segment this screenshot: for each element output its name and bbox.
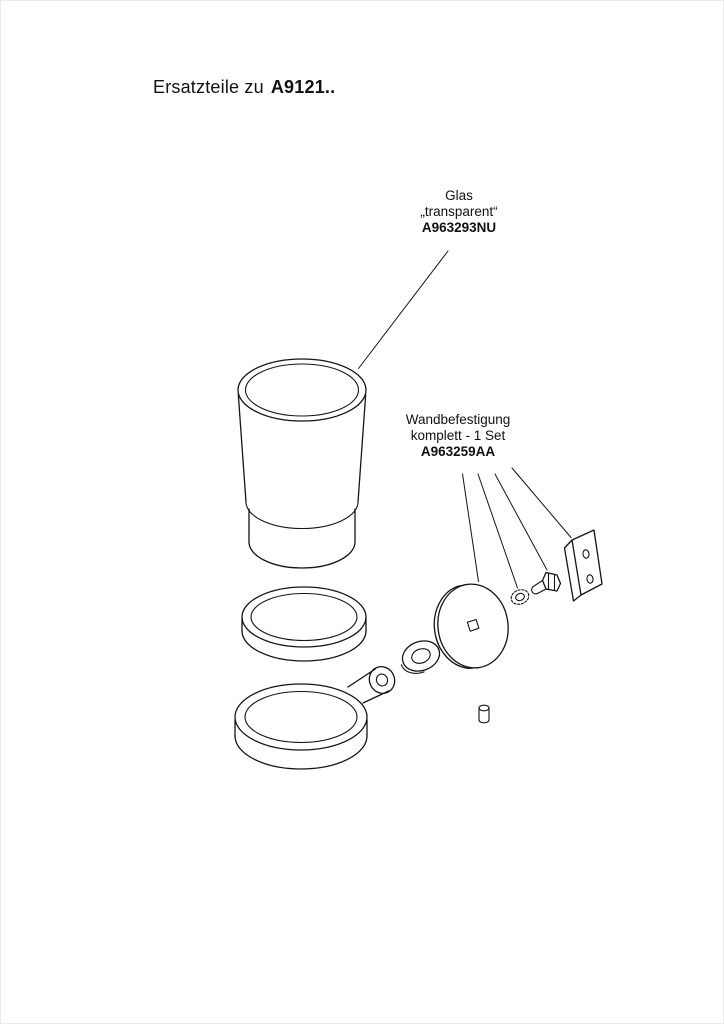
wall-plate-face [437,583,509,669]
pin-drawing [478,704,490,724]
glass-part-label: Glas „transparent“ A963293NU [397,188,521,236]
wall-mount-part-label: Wandbefestigung komplett - 1 Set A963259… [395,412,521,460]
title-text: Ersatzteile zu [153,77,264,97]
bracket-flange [563,539,582,602]
mounting-post-drawing [368,666,396,694]
grommet-inner [411,648,431,664]
grommet-drawing [400,640,441,674]
wall-mount-part-number: A963259AA [420,444,496,459]
mounting-ring-drawing [234,666,396,770]
lock-washer-outer [510,589,530,605]
pin-top [478,704,490,712]
glass-variant: „transparent“ [420,204,498,219]
lock-washer-drawing [510,589,530,605]
mounting-ring-outer [234,683,368,751]
wall-plate-square-hole [466,618,480,632]
glass-name: Glas [445,188,473,203]
bolt-head [541,571,562,592]
title-part-code: A9121.. [270,77,336,97]
bolt-drawing [531,571,562,595]
bracket-hole-top [582,549,590,559]
wall-mount-qty: komplett - 1 Set [410,428,506,443]
page-title: Ersatzteile zu A9121.. [153,77,335,98]
leader-line-bolt [494,473,548,571]
post-side-top [347,668,376,688]
glass-rim-outer [237,358,367,422]
holder-ring-inner [250,592,358,642]
bracket-hole-bottom [586,574,594,584]
post-side-bottom [362,690,390,704]
glass-base-bottom [248,541,356,569]
leader-line-glass [358,250,449,369]
post-cap-inner [375,673,389,687]
holder-ring-bottom [241,630,367,662]
glass-cone-bottom [245,501,359,530]
glass-rim-inner [244,363,360,417]
glass-side-right [357,393,367,503]
pin-bottom [478,719,490,724]
leader-line-wall-plate [462,473,479,582]
post-cap-outer [368,666,396,694]
lock-washer-inner [515,592,525,602]
glass-part-number: A963293NU [421,220,497,235]
wall-plate-edge-top [457,583,468,587]
wall-plate-edge-bottom [469,667,480,669]
wall-mount-name: Wandbefestigung [405,412,511,427]
wall-plate-drawing [433,583,509,669]
bolt-shaft-top [533,579,544,587]
wall-plate-edge [433,585,471,669]
leader-lines [358,250,572,589]
grommet-edge [400,664,425,674]
bolt-shaft-end [531,585,539,595]
leader-line-lock-washer [477,473,518,589]
holder-ring-outer [241,586,367,648]
bolt-shaft-bottom [536,588,547,595]
glass-drawing [237,358,367,569]
bracket-drawing [563,529,603,602]
holder-ring-drawing [241,586,367,662]
mounting-ring-bottom [234,735,368,770]
mounting-ring-inner [244,690,358,744]
leader-line-bracket [511,467,572,538]
bracket-plate [571,529,603,596]
grommet-outer [401,640,441,672]
glass-side-left [237,393,247,503]
